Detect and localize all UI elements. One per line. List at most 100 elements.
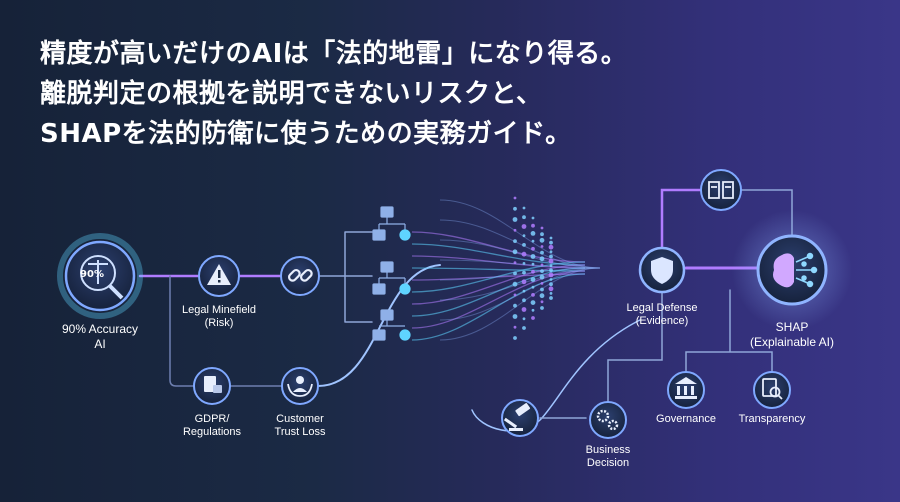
governance-label: Governance <box>656 413 716 425</box>
flow-dot <box>512 249 518 255</box>
flow-line <box>411 261 586 293</box>
flow-dot <box>539 256 545 262</box>
flow-line <box>411 255 586 269</box>
flow-dot <box>540 263 544 267</box>
flow-line <box>411 264 586 305</box>
flow-dot <box>512 314 518 319</box>
person-hands-icon <box>287 376 313 397</box>
flow-dot <box>512 217 518 222</box>
flow-line <box>439 219 601 269</box>
flow-dots <box>512 196 554 340</box>
flow-line <box>411 231 586 263</box>
flow-dot <box>531 246 535 251</box>
flow-line <box>411 267 586 272</box>
flow-dot <box>549 264 553 268</box>
flow-line <box>439 267 601 301</box>
flow-dot <box>513 303 517 308</box>
connector-trust-flow <box>317 264 441 387</box>
flow-dot <box>522 289 526 293</box>
document-lock-icon <box>204 376 222 393</box>
flow-dot <box>531 269 535 274</box>
flow-dot <box>522 262 526 265</box>
flow-dot <box>513 293 517 297</box>
flow-line <box>439 267 601 321</box>
flow-dot <box>548 286 554 292</box>
accuracy-ai-node: 90% <box>57 233 143 319</box>
flow-dot <box>531 223 535 228</box>
flow-dot <box>522 206 526 210</box>
flow-line <box>411 273 586 341</box>
flow-dot <box>521 251 527 257</box>
accuracy-label: 90% Accuracy AI <box>61 322 139 351</box>
flow-dot <box>539 274 545 280</box>
governance-node <box>667 371 705 409</box>
headline-line-3: SHAPを法的防衛に使うための実務ガイド。 <box>40 119 572 149</box>
flow-dot <box>521 307 527 312</box>
business-label: Business Decision <box>585 444 631 469</box>
gears-icon <box>596 409 619 431</box>
flow-dot <box>548 244 554 250</box>
flow-dot <box>549 282 553 287</box>
broken-link-icon <box>287 268 313 282</box>
flow-dot <box>540 287 544 292</box>
flow-dot <box>513 228 517 232</box>
flow-dot <box>521 224 527 229</box>
flow-dot <box>522 298 526 303</box>
flow-dot <box>530 231 536 236</box>
gdpr-node <box>193 367 231 405</box>
flow-line <box>439 239 601 269</box>
connector-accuracy-gdpr <box>169 275 197 387</box>
flow-dot <box>513 336 517 340</box>
business-node <box>589 401 627 439</box>
flow-line <box>411 267 586 317</box>
gavel-icon <box>503 403 531 431</box>
flow-dot <box>540 250 544 255</box>
flow-dot <box>548 272 554 278</box>
legal-defense-node <box>638 246 686 294</box>
institution-icon <box>675 377 697 399</box>
trust-node <box>281 367 319 405</box>
flow-line <box>439 267 601 281</box>
flow-dot <box>549 268 553 273</box>
flow-dot <box>549 254 553 259</box>
minefield-node <box>198 255 240 297</box>
flow-line <box>439 199 601 269</box>
gavel-node <box>501 399 539 437</box>
brain-network-icon <box>773 252 818 288</box>
flow-dot <box>522 215 526 220</box>
flow-line <box>439 259 601 269</box>
flow-dot <box>512 281 518 287</box>
headline-line-1: 精度が高いだけのAIは「法的地雷」になり得る。 <box>40 39 628 69</box>
flow-dot <box>531 285 535 289</box>
book-node <box>700 169 742 211</box>
flow-dot <box>513 325 517 329</box>
minefield-label: Legal Minefield (Risk) <box>182 304 256 329</box>
transparency-label: Transparency <box>738 413 806 425</box>
flow-dot <box>513 271 517 276</box>
flow-dot <box>521 279 527 285</box>
flow-dot <box>530 277 536 282</box>
transparency-node <box>753 371 791 409</box>
flow-dot <box>549 278 553 281</box>
shap-node <box>756 234 828 306</box>
document-search-icon <box>762 378 783 400</box>
flow-dot <box>548 258 554 264</box>
headline-line-2: 離脱判定の根拠を説明できないリスクと、 <box>40 79 543 109</box>
headline: 精度が高いだけのAIは「法的地雷」になり得る。 離脱判定の根拠を説明できないリス… <box>40 34 880 154</box>
flow-line <box>439 267 601 341</box>
accuracy-badge: 90% <box>80 269 104 280</box>
scale-magnifier-icon <box>80 255 124 300</box>
trust-label: Customer Trust Loss <box>274 413 326 438</box>
gdpr-label: GDPR/ Regulations <box>182 413 242 438</box>
flow-dot <box>539 237 545 243</box>
flow-dot <box>513 239 517 244</box>
flow-dot <box>513 206 517 211</box>
flow-dot <box>530 254 536 259</box>
flow-dot <box>522 270 526 275</box>
flow-dot <box>549 250 553 254</box>
connector-defense-book <box>660 188 702 252</box>
flow-dot <box>540 269 544 273</box>
flow-dot <box>540 226 544 230</box>
shap-label: SHAP (Explainable AI) <box>749 320 835 349</box>
warning-icon <box>207 264 231 285</box>
